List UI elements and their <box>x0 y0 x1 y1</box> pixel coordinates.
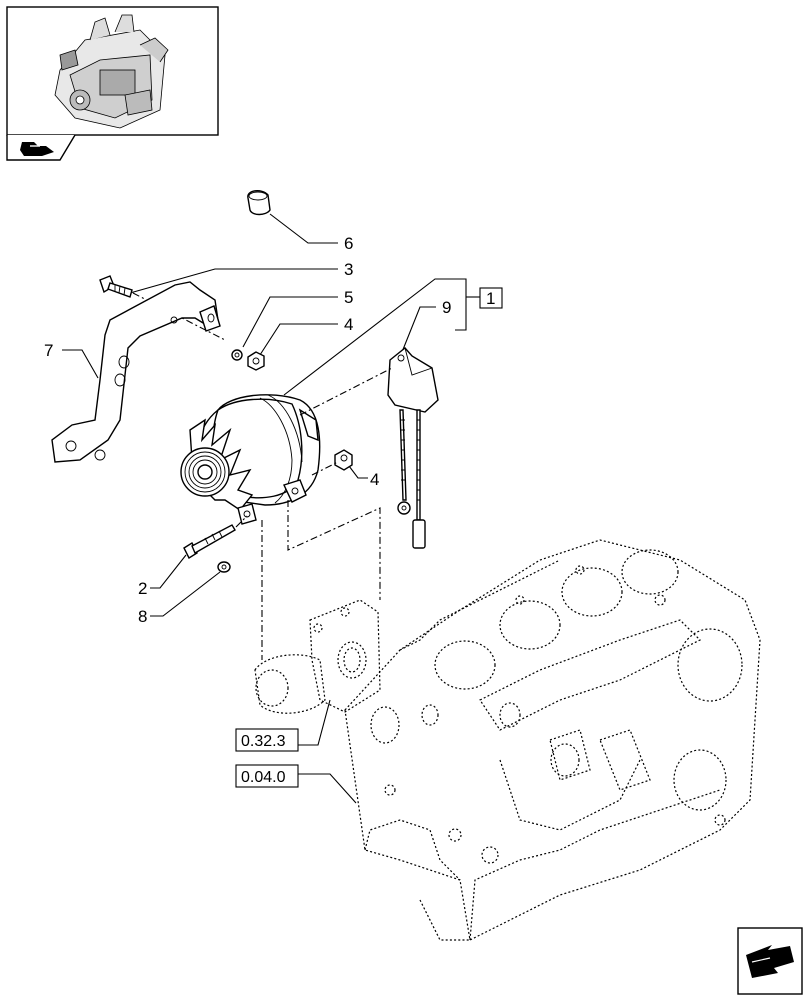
engine-block-reference <box>344 539 761 941</box>
bolt-part-3 <box>99 275 133 298</box>
bolt-part-2 <box>183 524 236 560</box>
reference-0-32-3[interactable]: 0.32.3 <box>241 733 286 750</box>
nut-part-4-lower <box>334 449 353 471</box>
callout-6: 6 <box>344 234 353 253</box>
callout-4-upper: 4 <box>344 315 353 334</box>
nut-part-4-upper <box>247 351 265 371</box>
callout-9: 9 <box>442 298 451 317</box>
washer-part-5 <box>231 349 243 361</box>
callout-4-lower: 4 <box>370 470 379 489</box>
bracket-part-7 <box>51 281 221 463</box>
callout-7: 7 <box>44 341 53 360</box>
section-tag-icon <box>6 134 76 161</box>
engine-thumbnail-icon <box>6 6 219 136</box>
callout-2: 2 <box>138 579 147 598</box>
callout-3: 3 <box>344 260 353 279</box>
regulator-part-9 <box>387 347 439 549</box>
washer-part-8 <box>217 561 231 573</box>
callout-1: 1 <box>486 289 495 308</box>
next-page-arrow-icon[interactable] <box>737 927 803 995</box>
water-pump-reference <box>254 599 381 714</box>
callout-5: 5 <box>344 288 353 307</box>
callout-8: 8 <box>138 607 147 626</box>
reference-0-04-0[interactable]: 0.04.0 <box>241 769 286 786</box>
alternator-part <box>180 394 321 525</box>
cap-part-6 <box>247 190 271 216</box>
